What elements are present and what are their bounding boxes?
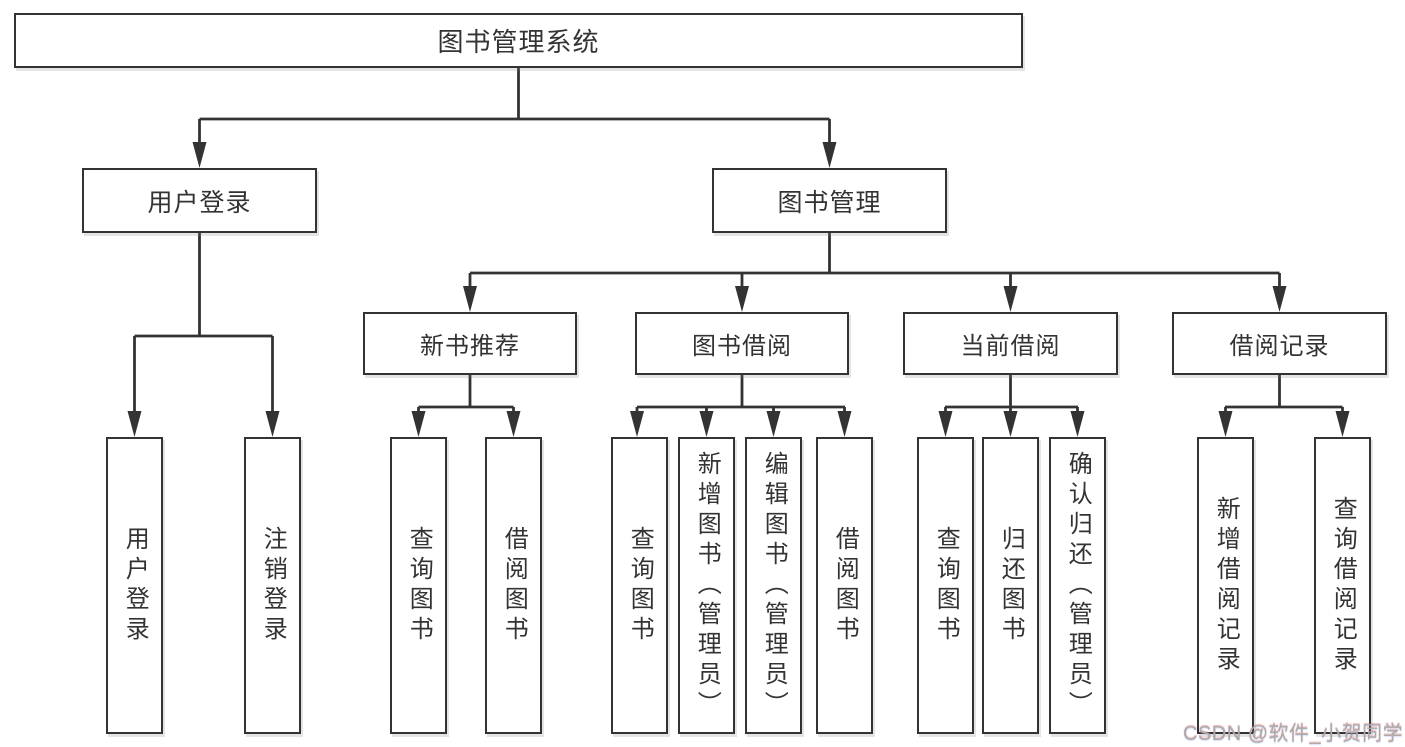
arrow-head-icon [192,142,207,168]
leaf-borrow-query-books: 查询图书 [611,437,668,734]
arrow-head-icon [1218,411,1233,437]
arrow-head-icon [1003,286,1018,312]
node-book-borrow: 图书借阅 [635,312,849,375]
node-borrow-records: 借阅记录 [1172,312,1387,375]
leaf-current-query-books: 查询图书 [917,437,974,734]
arrow-head-icon [699,411,714,437]
node-book-management: 图书管理 [712,168,947,233]
leaf-add-books-admin: 新增图书（管理员） [678,437,735,734]
node-current-borrow: 当前借阅 [903,312,1118,375]
node-new-book-recommend: 新书推荐 [363,312,577,375]
leaf-borrow-books: 借阅图书 [816,437,873,734]
leaf-confirm-return-admin: 确认归还（管理员） [1049,437,1106,734]
arrow-head-icon [735,286,749,312]
arrow-head-icon [822,142,837,168]
node-user-login: 用户登录 [82,168,317,233]
arrow-head-icon [463,286,477,312]
arrow-head-icon [1335,411,1350,437]
arrow-head-icon [766,411,781,437]
arrow-head-icon [411,411,426,437]
watermark: CSDN @软件_小贺同学 [1183,723,1404,745]
arrow-head-icon [630,411,644,437]
leaf-logout: 注销登录 [244,437,301,734]
arrow-head-icon [1070,411,1085,437]
leaf-user-login: 用户登录 [106,437,163,734]
leaf-query-borrow-record: 查询借阅记录 [1314,437,1371,734]
leaf-recommend-borrow-books: 借阅图书 [485,437,542,734]
leaf-add-borrow-record: 新增借阅记录 [1197,437,1254,734]
arrow-head-icon [265,411,280,437]
arrow-head-icon [1003,411,1018,437]
leaf-return-books: 归还图书 [982,437,1039,734]
arrow-head-icon [938,411,953,437]
node-library-system: 图书管理系统 [14,13,1023,68]
arrow-head-icon [1272,286,1287,312]
leaf-edit-books-admin: 编辑图书（管理员） [745,437,802,734]
arrow-head-icon [127,411,142,437]
arrow-head-icon [837,411,852,437]
arrow-head-icon [506,411,521,437]
leaf-recommend-query-books: 查询图书 [390,437,447,734]
